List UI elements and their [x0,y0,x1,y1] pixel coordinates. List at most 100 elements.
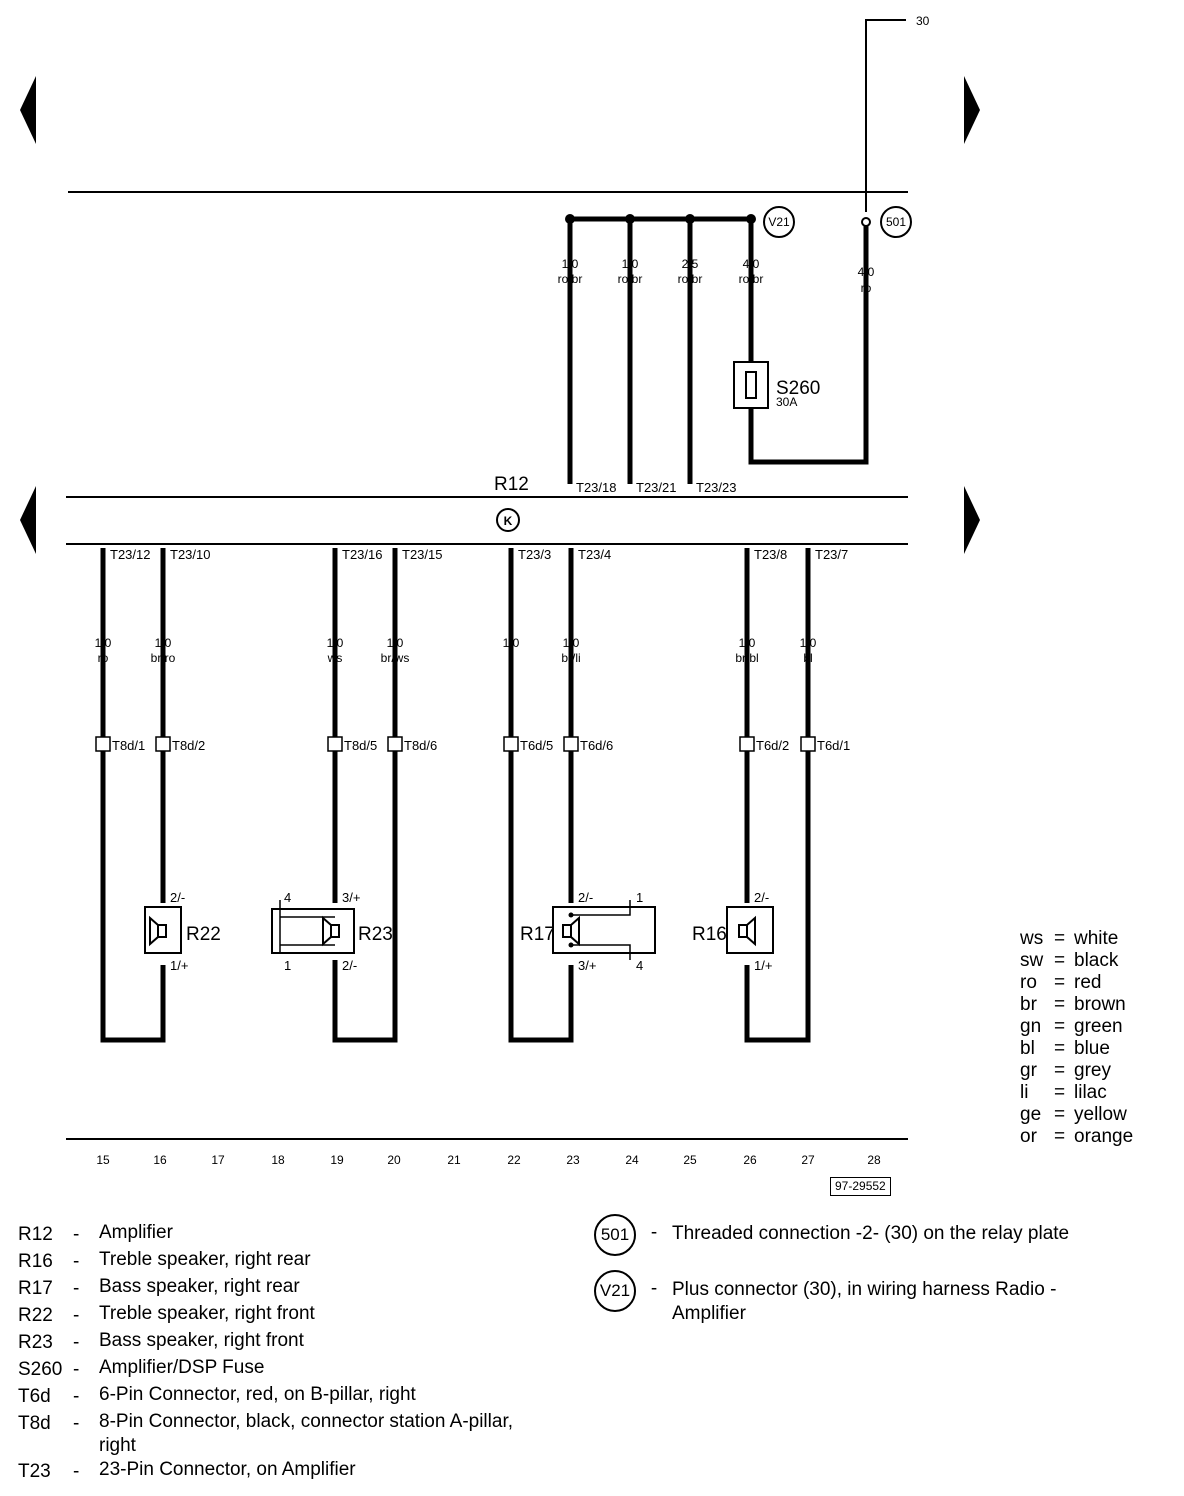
svg-text:1: 1 [284,958,291,973]
svg-text:20: 20 [387,1153,401,1167]
component-row: R16-Treble speaker, right rear [18,1249,311,1272]
svg-text:1,0: 1,0 [563,636,580,650]
svg-text:4,0: 4,0 [743,257,760,271]
svg-text:4: 4 [636,958,643,973]
svg-text:R16: R16 [692,924,727,945]
connection-circle-icon: V21 [594,1270,636,1312]
svg-text:ro/br: ro/br [678,272,703,286]
svg-text:T6d/1: T6d/1 [817,738,850,753]
svg-text:4: 4 [284,890,291,905]
svg-text:1,0: 1,0 [800,636,817,650]
svg-text:2/-: 2/- [578,890,593,905]
svg-text:T23/10: T23/10 [170,547,210,562]
svg-text:ro: ro [98,651,109,665]
k-symbol-icon [496,508,520,532]
fuse-label: S260 [776,378,820,399]
svg-text:ro/br: ro/br [739,272,764,286]
svg-text:T6d/2: T6d/2 [756,738,789,753]
svg-text:T8d/1: T8d/1 [112,738,145,753]
svg-text:T23/12: T23/12 [110,547,150,562]
svg-text:T23/21: T23/21 [636,480,676,495]
v21-label: V21 [768,215,790,229]
speaker-r16: R16 2/- 1/+ [692,890,774,973]
fuse-s260: S260 30A [733,361,820,409]
component-row: R12-Amplifier [18,1222,173,1245]
svg-text:3/+: 3/+ [342,890,360,905]
speaker-icon [149,915,167,947]
svg-text:bl: bl [803,651,812,665]
svg-text:1,0: 1,0 [622,257,639,271]
component-list: R12-Amplifier R16-Treble speaker, right … [18,1221,519,1485]
speaker-r17: R17 2/- 1 3/+ 4 [520,890,656,973]
component-row: S260-Amplifier/DSP Fuse [18,1357,265,1380]
t23-upper-pins: T23/18 T23/21 T23/23 [576,480,736,495]
svg-text:2/-: 2/- [754,890,769,905]
lower-wires [100,548,811,1043]
lower-wire-labels: T23/12 T23/10 T23/16 T23/15 T23/3 T23/4 … [95,547,849,665]
svg-text:1,0: 1,0 [387,636,404,650]
svg-text:T23/4: T23/4 [578,547,611,562]
legend-row: ro=red [1020,972,1102,993]
svg-text:1,0: 1,0 [739,636,756,650]
svg-text:T8d/2: T8d/2 [172,738,205,753]
c501-connection: 501 [861,206,912,238]
svg-text:23: 23 [566,1153,580,1167]
svg-text:17: 17 [211,1153,225,1167]
legend-row: sw=black [1020,950,1119,971]
svg-text:1,0: 1,0 [95,636,112,650]
legend-row: li=lilac [1020,1082,1107,1103]
svg-text:1,0: 1,0 [562,257,579,271]
svg-text:28: 28 [867,1153,881,1167]
svg-text:br/bl: br/bl [735,651,758,665]
connection-circle-icon: 501 [594,1214,636,1256]
image-id: 97-29552 [830,1177,891,1196]
c501-connector-icon [880,206,912,238]
svg-text:16: 16 [153,1153,167,1167]
svg-text:1,0: 1,0 [503,636,520,650]
svg-text:25: 25 [683,1153,697,1167]
connection-row: 501 - Threaded connection -2- (30) on th… [594,1214,1122,1256]
svg-text:22: 22 [507,1153,521,1167]
terminal-30-feed: 30 [865,14,930,212]
prev-page-arrow-mid[interactable] [20,486,36,554]
connection-list: 501 - Threaded connection -2- (30) on th… [594,1214,1122,1340]
svg-text:ro: ro [861,281,872,295]
svg-text:26: 26 [743,1153,757,1167]
component-row: R17-Bass speaker, right rear [18,1276,300,1299]
svg-text:T6d/5: T6d/5 [520,738,553,753]
terminal-30-label: 30 [916,14,930,28]
svg-text:1/+: 1/+ [170,958,188,973]
svg-text:19: 19 [330,1153,344,1167]
svg-text:ro/br: ro/br [558,272,583,286]
svg-text:br/ro: br/ro [151,651,176,665]
c501-label: 501 [886,215,906,229]
speaker-r22: R22 2/- 1/+ [144,890,221,973]
speaker-icon [562,915,580,947]
svg-text:27: 27 [801,1153,815,1167]
svg-text:T8d/6: T8d/6 [404,738,437,753]
svg-text:T23/3: T23/3 [518,547,551,562]
svg-text:T23/7: T23/7 [815,547,848,562]
svg-text:li: li [508,651,513,665]
svg-text:15: 15 [96,1153,110,1167]
svg-text:24: 24 [625,1153,639,1167]
next-page-arrow-mid[interactable] [964,486,980,554]
legend-row: or=orange [1020,1126,1134,1147]
color-legend: ws=white sw=black ro=red br=brown gn=gre… [1020,928,1133,1148]
svg-text:2/-: 2/- [342,958,357,973]
component-row: R23-Bass speaker, right front [18,1330,304,1353]
upper-wire-labels: 1,0 ro/br 1,0 ro/br 2,5 ro/br 4,0 ro/br … [558,257,875,295]
component-row: T23-23-Pin Connector, on Amplifier [18,1459,356,1482]
speaker-icon [738,915,756,947]
legend-row: gn=green [1020,1016,1123,1037]
svg-text:br/li: br/li [561,651,580,665]
prev-page-arrow-top[interactable] [20,76,36,144]
svg-text:1,0: 1,0 [155,636,172,650]
legend-row: br=brown [1020,994,1126,1015]
inline-connectors: T8d/1 T8d/2 T8d/5 T8d/6 T6d/5 T6d/6 T6d/… [95,736,850,753]
grid-numbers: 15 16 17 18 19 20 21 22 23 24 25 26 27 2… [96,1153,881,1167]
svg-text:1/+: 1/+ [754,958,772,973]
svg-text:21: 21 [447,1153,461,1167]
next-page-arrow-top[interactable] [964,76,980,144]
svg-text:ro/br: ro/br [618,272,643,286]
